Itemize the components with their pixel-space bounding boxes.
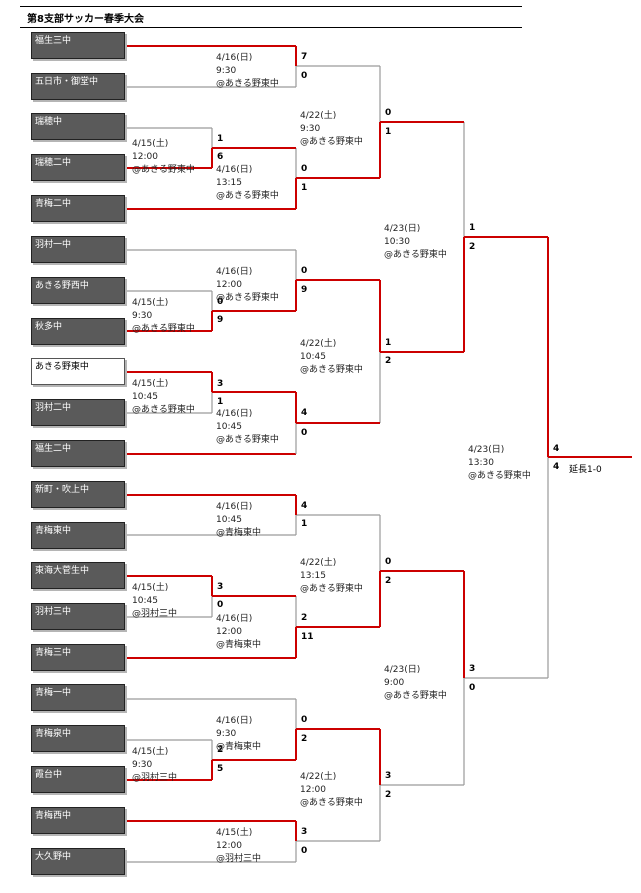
match-score: 9	[301, 285, 308, 295]
team-box: 福生三中	[31, 32, 125, 59]
match-score: 4	[301, 501, 308, 511]
team-box: あきる野東中	[31, 358, 125, 385]
match-score: 2	[217, 745, 224, 755]
team-box: 青梅東中	[31, 522, 125, 549]
match-info: 4/15(土) 10:45 @羽村三中	[132, 583, 178, 619]
match-score: 11	[301, 632, 314, 642]
team-box: 瑞穂中	[31, 113, 125, 140]
title-bottom-rule	[20, 27, 522, 28]
team-box: 新町・吹上中	[31, 481, 125, 508]
match-info: 4/22(土) 10:45 @あきる野東中	[300, 339, 363, 375]
match-score: 1	[385, 338, 392, 348]
match-score: 1	[217, 134, 224, 144]
match-score: 1	[301, 183, 308, 193]
match-score: 2	[385, 356, 392, 366]
team-box: 五日市・御堂中	[31, 73, 125, 100]
match-score: 6	[217, 152, 224, 162]
match-score: 0	[301, 428, 308, 438]
match-info: 4/16(日) 10:45 @青梅東中	[216, 502, 262, 538]
match-score: 0	[469, 683, 476, 693]
page-title: 第8支部サッカー春季大会	[27, 14, 144, 25]
match-score: 0	[217, 600, 224, 610]
team-box: 大久野中	[31, 848, 125, 875]
team-box: 青梅泉中	[31, 725, 125, 752]
match-score: 1	[385, 127, 392, 137]
team-box: 羽村二中	[31, 399, 125, 426]
title-top-rule	[20, 6, 522, 7]
match-score: 0	[217, 297, 224, 307]
match-score: 0	[301, 71, 308, 81]
team-box: 青梅三中	[31, 644, 125, 671]
match-info: 4/15(土) 12:00 @羽村三中	[216, 828, 262, 864]
match-score: 0	[301, 266, 308, 276]
match-info: 4/16(日) 13:15 @あきる野東中	[216, 165, 279, 201]
team-box: 青梅西中	[31, 807, 125, 834]
match-score: 1	[469, 223, 476, 233]
match-info: 4/22(土) 12:00 @あきる野東中	[300, 772, 363, 808]
match-score: 2	[301, 613, 308, 623]
match-info: 4/23(日) 10:30 @あきる野東中	[384, 224, 447, 260]
team-box: 秋多中	[31, 318, 125, 345]
team-box: 青梅二中	[31, 195, 125, 222]
match-score: 4	[301, 408, 308, 418]
match-score: 1	[217, 397, 224, 407]
match-info: 4/15(土) 9:30 @あきる野東中	[132, 298, 195, 334]
match-score: 7	[301, 52, 308, 62]
match-score: 2	[301, 734, 308, 744]
match-score: 3	[301, 827, 308, 837]
match-info: 4/16(日) 12:00 @あきる野東中	[216, 267, 279, 303]
team-box: 福生二中	[31, 440, 125, 467]
match-score: 3	[469, 664, 476, 674]
team-box: あきる野西中	[31, 277, 125, 304]
match-score: 0	[385, 108, 392, 118]
match-score: 2	[385, 576, 392, 586]
team-box: 東海大菅生中	[31, 562, 125, 589]
match-info: 4/16(日) 10:45 @あきる野東中	[216, 409, 279, 445]
match-info: 4/22(土) 13:15 @あきる野東中	[300, 558, 363, 594]
match-score: 3	[217, 582, 224, 592]
match-score: 3	[385, 771, 392, 781]
match-info: 4/23(日) 9:00 @あきる野東中	[384, 665, 447, 701]
match-score: 2	[469, 242, 476, 252]
match-score: 9	[217, 315, 224, 325]
team-box: 瑞穂二中	[31, 154, 125, 181]
match-score: 4	[553, 462, 560, 472]
match-score: 0	[301, 715, 308, 725]
match-score: 2	[385, 790, 392, 800]
match-score: 0	[301, 164, 308, 174]
team-box: 青梅一中	[31, 684, 125, 711]
match-score: 4	[553, 444, 560, 454]
final-note: 延長1-0	[569, 465, 602, 475]
team-box: 羽村三中	[31, 603, 125, 630]
match-info: 4/15(土) 10:45 @あきる野東中	[132, 379, 195, 415]
match-info: 4/16(日) 9:30 @青梅東中	[216, 716, 262, 752]
match-score: 3	[217, 379, 224, 389]
match-score: 0	[385, 557, 392, 567]
match-info: 4/16(日) 12:00 @青梅東中	[216, 614, 262, 650]
match-score: 0	[301, 846, 308, 856]
match-info: 4/16(日) 9:30 @あきる野東中	[216, 53, 279, 89]
match-info: 4/15(土) 12:00 @あきる野東中	[132, 139, 195, 175]
match-info: 4/23(日) 13:30 @あきる野東中	[468, 445, 531, 481]
match-info: 4/15(土) 9:30 @羽村三中	[132, 747, 178, 783]
match-info: 4/22(土) 9:30 @あきる野東中	[300, 111, 363, 147]
team-box: 霞台中	[31, 766, 125, 793]
match-score: 1	[301, 519, 308, 529]
match-score: 5	[217, 764, 224, 774]
team-box: 羽村一中	[31, 236, 125, 263]
